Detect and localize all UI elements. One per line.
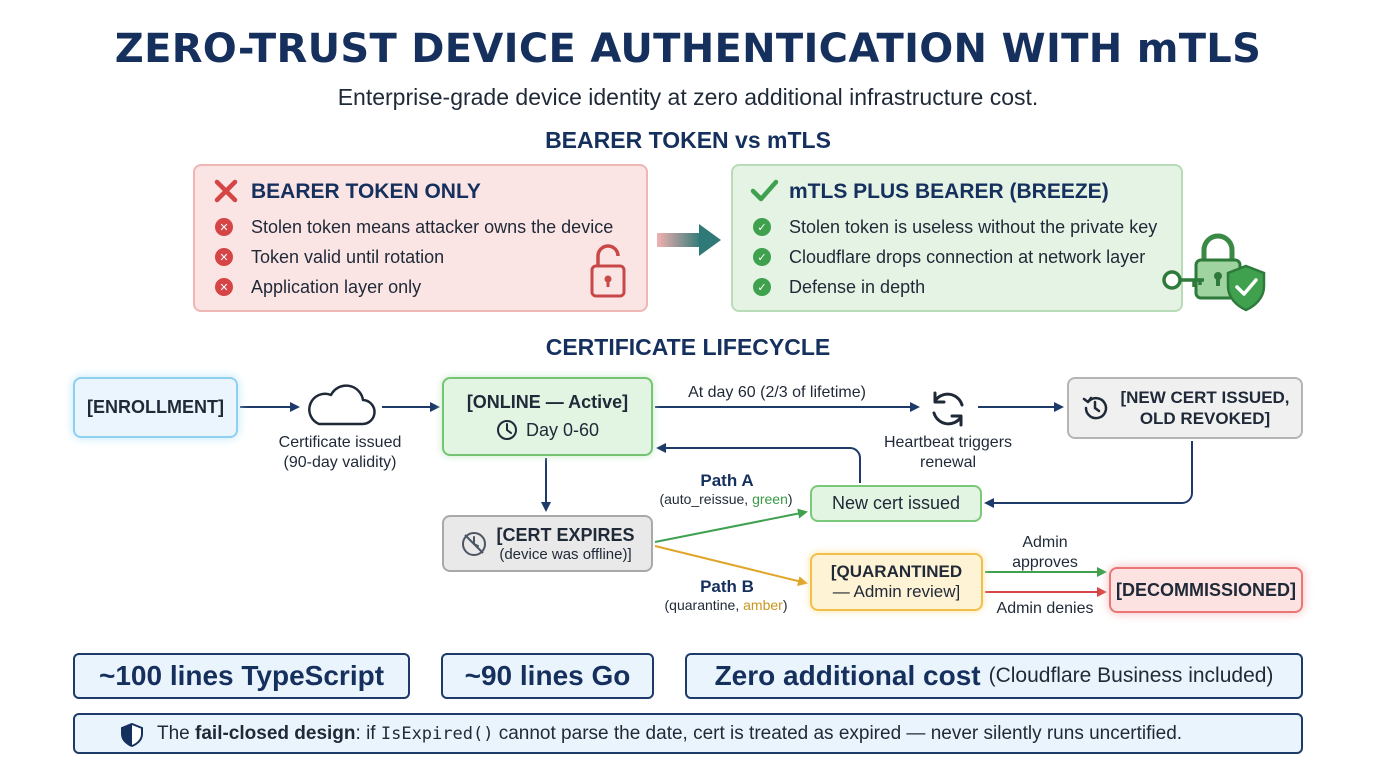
refresh-icon: [932, 391, 964, 427]
new-cert-line1: [NEW CERT ISSUED,: [1120, 388, 1290, 407]
bearer-item: ✕ Token valid until rotation: [215, 244, 444, 270]
new-cert-node: [NEW CERT ISSUED, OLD REVOKED]: [1067, 377, 1303, 439]
error-icon: ✕: [215, 278, 233, 296]
check-circle-icon: ✓: [753, 278, 771, 296]
path-a-label: Path A: [700, 471, 754, 490]
mtls-panel-title: mTLS PLUS BEARER (BREEZE): [789, 180, 1109, 203]
quarantined-line1: [QUARANTINED: [830, 562, 963, 581]
heartbeat-line1: Heartbeat triggers: [883, 434, 1013, 451]
cert-expires-line1: [CERT EXPIRES: [496, 524, 635, 545]
heartbeat-line2: renewal: [919, 454, 977, 471]
history-icon: [1083, 396, 1108, 420]
mtls-item: ✓ Defense in depth: [753, 274, 925, 300]
certificate-issued-label: Certificate issued (90-day validity): [262, 433, 418, 473]
stat-go-text: ~90 lines Go: [464, 660, 631, 691]
new-cert-issued-node: New cert issued: [810, 485, 982, 522]
comparison-arrow: [657, 224, 721, 256]
admin-denies-label: Admin denies: [996, 600, 1094, 617]
page-title: ZERO-TRUST DEVICE AUTHENTICATION WITH mT…: [114, 26, 1262, 72]
footer-code: IsExpired(): [380, 723, 494, 744]
mtls-item-text: Defense in depth: [789, 276, 926, 297]
check-circle-icon: ✓: [753, 248, 771, 266]
bearer-item-text: Stolen token means attacker owns the dev…: [251, 216, 614, 237]
enrollment-label: [ENROLLMENT]: [87, 397, 224, 417]
arrow-newcert-down: [984, 441, 1193, 508]
stat-go: ~90 lines Go: [441, 653, 654, 699]
mtls-item-text: Cloudflare drops connection at network l…: [789, 246, 1146, 267]
cert-expires-text: [CERT EXPIRES (device was offline)]: [496, 525, 634, 563]
online-title: [ONLINE — Active]: [467, 392, 628, 413]
key-lock-shield-icon: [1162, 233, 1266, 312]
path-a-sublabel: (auto_reissue, green): [640, 491, 812, 507]
error-icon: ✕: [215, 218, 233, 236]
arrow-path-b: [654, 545, 808, 586]
stat-cost-text: Zero additional cost: [714, 660, 981, 691]
admin-approves-label: Admin approves: [990, 533, 1100, 573]
admin-approves-line1: Admin: [1022, 534, 1068, 551]
stat-typescript: ~100 lines TypeScript: [73, 653, 410, 699]
stat-cost-note: (Cloudflare Business included): [988, 664, 1274, 687]
footer-text: The fail-closed design: if IsExpired() c…: [157, 723, 1182, 745]
admin-approves-line2: approves: [1012, 554, 1078, 571]
cloud-icon: [308, 384, 376, 426]
arrow-path-a: [654, 508, 808, 543]
path-b-label: Path B: [700, 577, 754, 596]
path-a-sub-post: ): [787, 491, 793, 507]
footer-mid: : if: [355, 722, 381, 744]
path-b-sub-post: ): [782, 597, 788, 613]
footer-pre: The: [157, 722, 196, 744]
heartbeat-label: Heartbeat triggers renewal: [868, 433, 1028, 473]
new-cert-line2: OLD REVOKED]: [1139, 409, 1271, 428]
mtls-panel: mTLS PLUS BEARER (BREEZE) ✓ Stolen token…: [731, 164, 1183, 312]
mtls-item: ✓ Stolen token is useless without the pr…: [753, 214, 1157, 240]
cert-expires-line2: (device was offline)]: [499, 545, 632, 563]
quarantined-line2: — Admin review]: [832, 582, 961, 601]
stat-typescript-text: ~100 lines TypeScript: [98, 660, 385, 691]
error-icon: ✕: [215, 248, 233, 266]
clock-icon: [496, 420, 517, 440]
unlocked-padlock-icon: [590, 244, 626, 298]
footer-bold: fail-closed design: [195, 722, 356, 744]
page-subtitle: Enterprise-grade device identity at zero…: [337, 84, 1039, 110]
bearer-panel-title: BEARER TOKEN ONLY: [251, 180, 481, 203]
cross-icon: [214, 179, 238, 203]
online-days-row: Day 0-60: [496, 419, 599, 441]
bearer-item: ✕ Stolen token means attacker owns the d…: [215, 214, 613, 240]
path-b-sublabel: (quarantine, amber): [640, 597, 812, 613]
stat-cost: Zero additional cost (Cloudflare Busines…: [685, 653, 1303, 699]
certificate-issued-line2: (90-day validity): [283, 454, 397, 471]
decommissioned-label: [DECOMMISSIONED]: [1116, 579, 1296, 600]
decommissioned-node: [DECOMMISSIONED]: [1109, 567, 1303, 613]
fail-closed-note: The fail-closed design: if IsExpired() c…: [73, 713, 1303, 754]
expired-clock-icon: [462, 531, 487, 556]
new-cert-text: [NEW CERT ISSUED, OLD REVOKED]: [1120, 387, 1289, 429]
quarantined-node: [QUARANTINED — Admin review]: [810, 553, 983, 611]
mtls-item: ✓ Cloudflare drops connection at network…: [753, 244, 1145, 270]
bearer-item: ✕ Application layer only: [215, 274, 421, 300]
certificate-issued-line1: Certificate issued: [278, 434, 402, 451]
footer-post: cannot parse the date, cert is treated a…: [493, 722, 1183, 744]
mtls-item-text: Stolen token is useless without the priv…: [789, 216, 1158, 237]
bearer-panel: BEARER TOKEN ONLY ✕ Stolen token means a…: [193, 164, 648, 312]
bearer-item-text: Token valid until rotation: [251, 246, 445, 267]
new-cert-issued-label: New cert issued: [831, 493, 961, 513]
bearer-item-text: Application layer only: [251, 276, 422, 297]
lifecycle-heading: CERTIFICATE LIFECYCLE: [545, 334, 831, 360]
online-days: Day 0-60: [525, 419, 600, 440]
shield-icon: [121, 723, 143, 747]
path-a-sub-color: green: [752, 491, 788, 507]
path-a-sub-pre: (auto_reissue,: [659, 491, 753, 507]
comparison-heading: BEARER TOKEN vs mTLS: [545, 127, 831, 153]
online-node: [ONLINE — Active] Day 0-60: [442, 377, 653, 456]
path-b-sub-pre: (quarantine,: [664, 597, 744, 613]
check-circle-icon: ✓: [753, 218, 771, 236]
cert-expires-node: [CERT EXPIRES (device was offline)]: [442, 515, 653, 572]
day60-label: At day 60 (2/3 of lifetime): [688, 384, 866, 401]
enrollment-node: [ENROLLMENT]: [73, 377, 238, 438]
check-icon: [750, 179, 779, 202]
online-title-text: [ONLINE — Active]: [466, 392, 629, 412]
arrow-issued-to-online: [656, 443, 861, 483]
path-b-sub-color: amber: [743, 597, 783, 613]
